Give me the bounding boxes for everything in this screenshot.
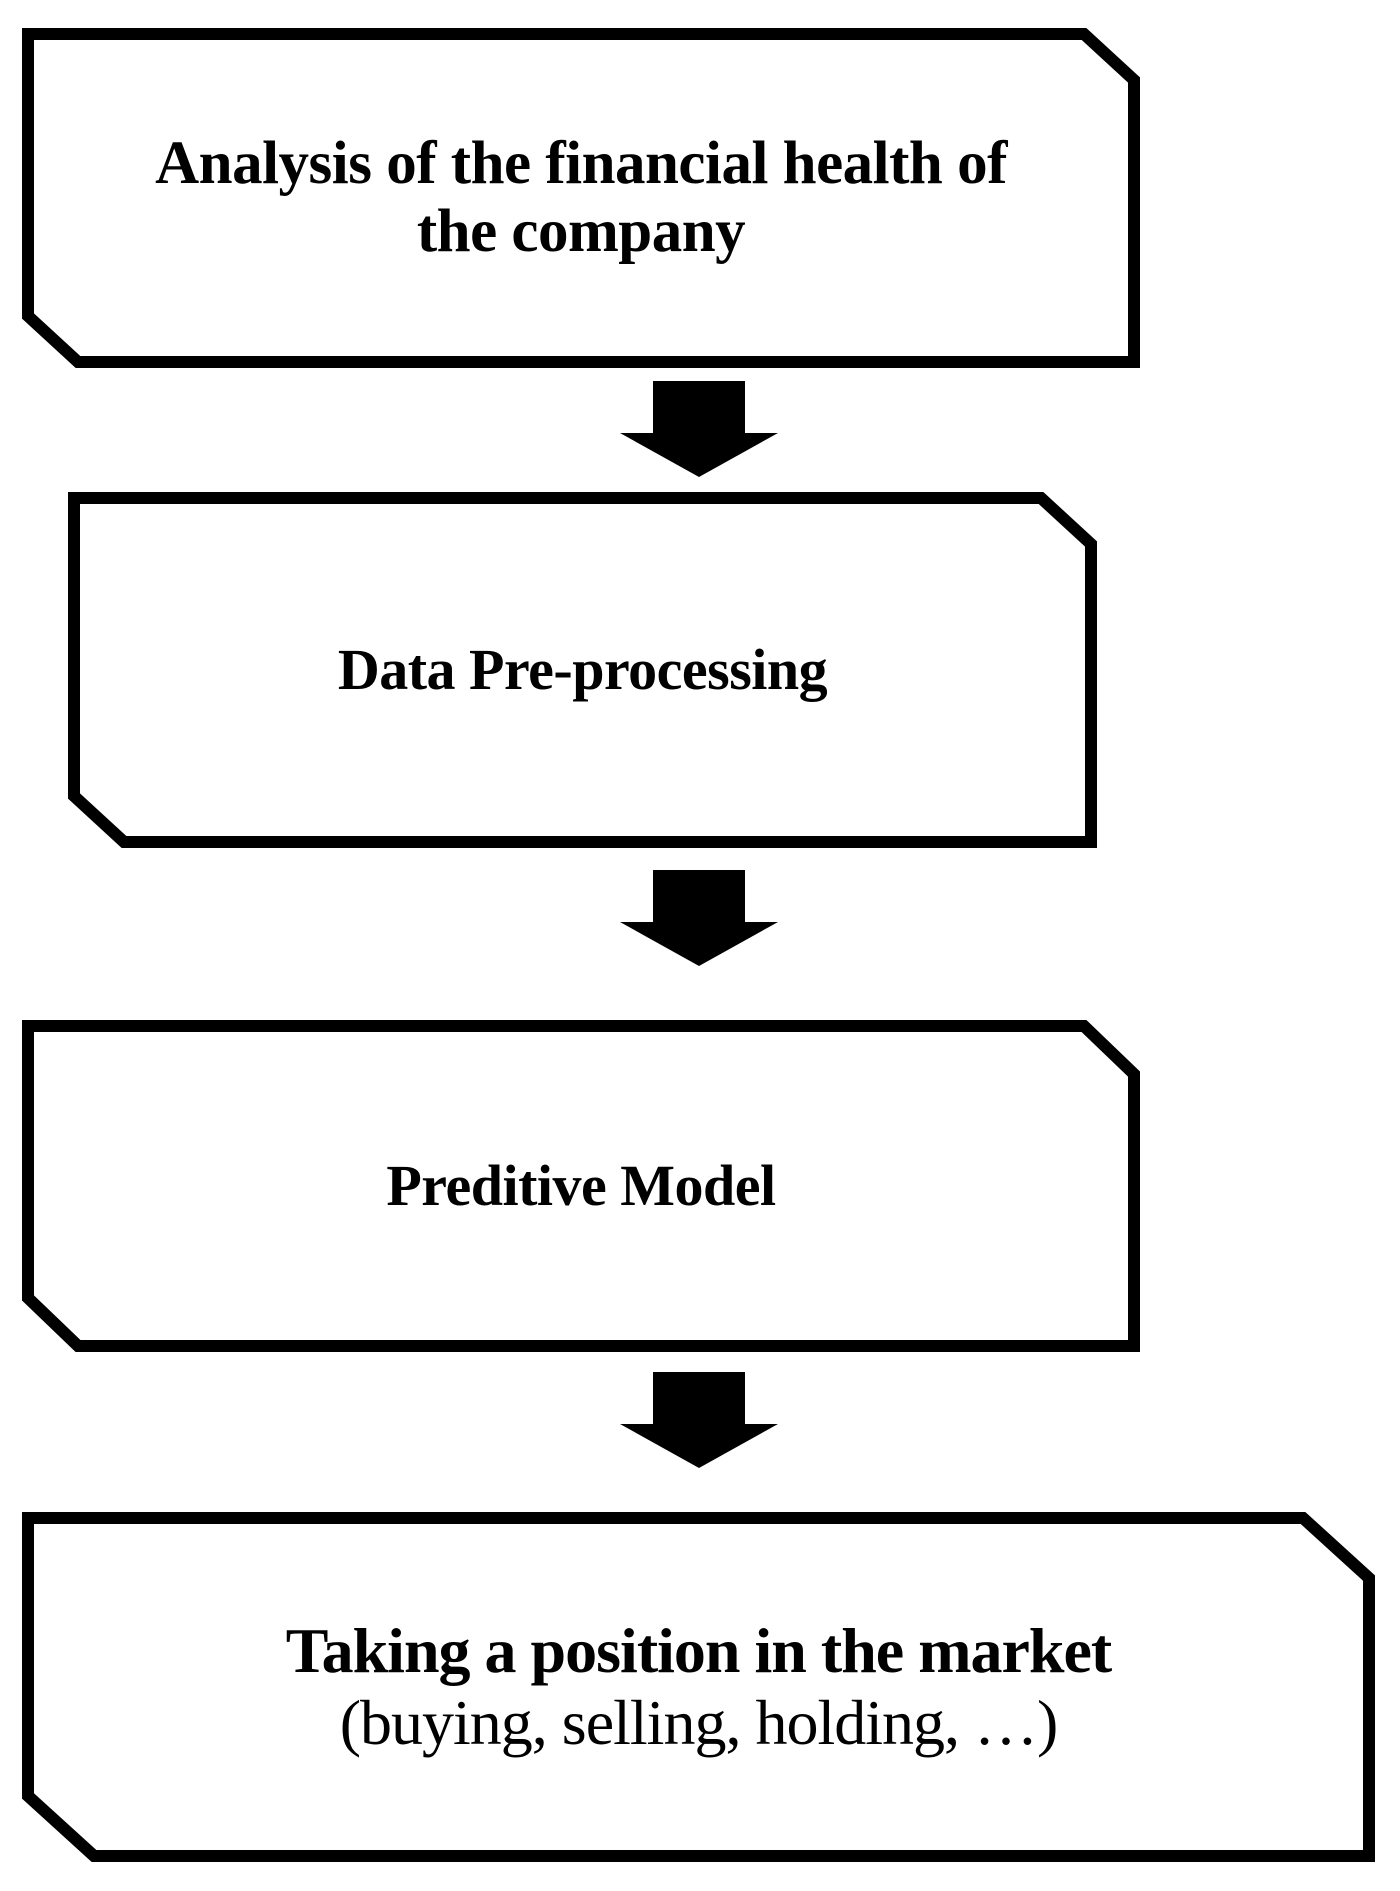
flow-node-label: Data Pre-processing: [68, 636, 1097, 703]
flow-node-label: Preditive Model: [22, 1152, 1140, 1219]
node-shape-cut-corner: [68, 492, 1097, 848]
connector-model-to-position: [620, 1372, 778, 1468]
flow-node-label: Taking a position in the market (buying,…: [22, 1615, 1375, 1758]
flow-node-preprocessing[interactable]: Data Pre-processing: [68, 492, 1097, 848]
node-shape-cut-corner: [22, 28, 1140, 368]
connector-analysis-to-preprocessing: [620, 381, 778, 477]
connector-preprocessing-to-model: [620, 870, 778, 966]
node-line-1: Analysis of the financial health of: [155, 129, 1007, 197]
node-line-2: (buying, selling, holding, …): [339, 1687, 1059, 1758]
node-line-1: Data Pre-processing: [337, 636, 828, 702]
down-arrow-icon: [620, 870, 778, 966]
flow-node-model[interactable]: Preditive Model: [22, 1020, 1140, 1352]
flow-node-position[interactable]: Taking a position in the market (buying,…: [22, 1512, 1375, 1862]
down-arrow-icon: [620, 381, 778, 477]
node-line-1: Taking a position in the market: [285, 1615, 1112, 1687]
node-line-1: Preditive Model: [386, 1152, 776, 1218]
flow-node-label: Analysis of the financial health of the …: [22, 130, 1140, 267]
node-shape-cut-corner: [22, 1020, 1140, 1352]
flow-node-analysis[interactable]: Analysis of the financial health of the …: [22, 28, 1140, 368]
down-arrow-icon: [620, 1372, 778, 1468]
node-shape-cut-corner: [22, 1512, 1375, 1862]
node-line-2: the company: [416, 198, 746, 265]
